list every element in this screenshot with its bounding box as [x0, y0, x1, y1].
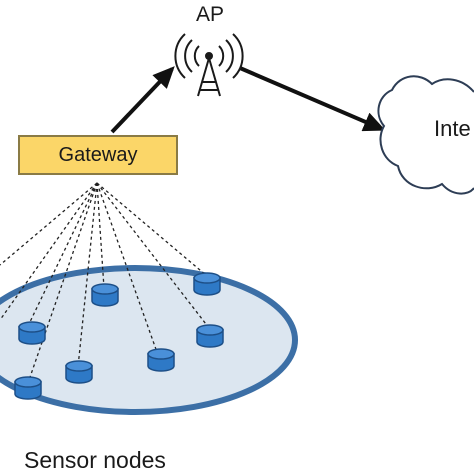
sensor-node: [14, 376, 42, 400]
cloud-icon: [377, 75, 474, 195]
sensor-node: [91, 283, 119, 307]
internet-label: Inte: [434, 116, 471, 141]
sensor-node: [65, 360, 93, 384]
gateway-box: [18, 135, 178, 175]
sensor-node: [18, 321, 46, 345]
arrow-gateway-to-ap: [110, 66, 175, 134]
sensor-node: [193, 272, 221, 296]
antenna-tower-icon: [174, 33, 244, 97]
sensor-node: [196, 324, 224, 348]
gateway-label: Gateway: [58, 144, 138, 166]
ap-label: AP: [196, 3, 225, 26]
sensor-node: [147, 348, 175, 372]
gateway-links: [0, 182, 210, 384]
arrow-ap-to-internet: [239, 66, 386, 132]
sensor-nodes-label: Sensor nodes: [24, 447, 166, 473]
